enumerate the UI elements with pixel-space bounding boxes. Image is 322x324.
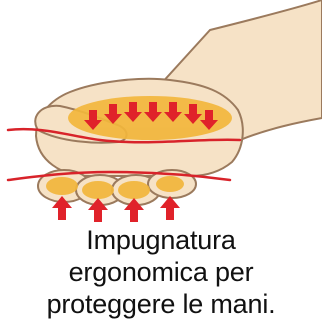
caption-line-2: ergonomica per [0,256,322,288]
finger-pressure-zone-1 [46,177,78,195]
finger-pressure-zone-3 [118,181,150,199]
caption: Impugnatura ergonomica per proteggere le… [0,224,322,320]
finger-pressure-zone-2 [82,181,114,199]
caption-line-1: Impugnatura [0,224,322,256]
caption-line-3: proteggere le mani. [0,288,322,320]
finger-pressure-zone-4 [156,176,184,192]
arrow-up-4 [160,196,180,220]
hand-grip-illustration [0,0,322,222]
